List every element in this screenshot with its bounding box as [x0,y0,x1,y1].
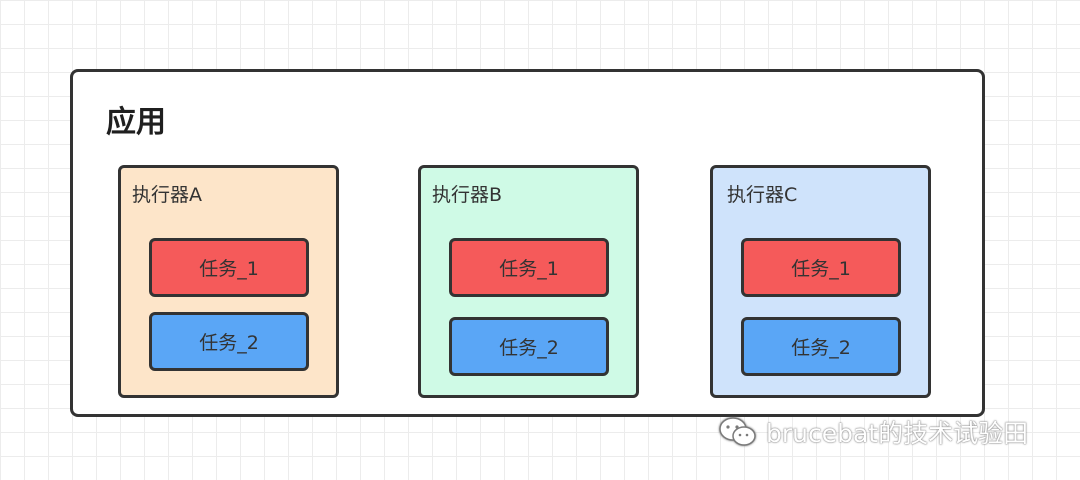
executor-b-task-2: 任务_2 [449,317,609,376]
executor-c-label: 执行器C [727,184,798,206]
executor-a: 执行器A 任务_1 任务_2 [118,165,339,398]
watermark-text: brucebat的技术试验田 [766,419,1029,448]
executor-c-task-2: 任务_2 [741,317,901,376]
executor-b-label: 执行器B [432,184,503,206]
application-title: 应用 [106,105,166,140]
executor-a-task-1: 任务_1 [149,238,309,297]
wechat-icon [719,417,756,446]
executor-c-task-1: 任务_1 [741,238,901,297]
executor-a-task-2: 任务_2 [149,312,309,371]
executor-b: 执行器B 任务_1 任务_2 [418,165,639,398]
watermark: brucebat的技术试验田 [718,412,1028,452]
executor-b-task-1: 任务_1 [449,238,609,297]
executor-c: 执行器C 任务_1 任务_2 [710,165,931,398]
executor-a-label: 执行器A [132,184,202,206]
